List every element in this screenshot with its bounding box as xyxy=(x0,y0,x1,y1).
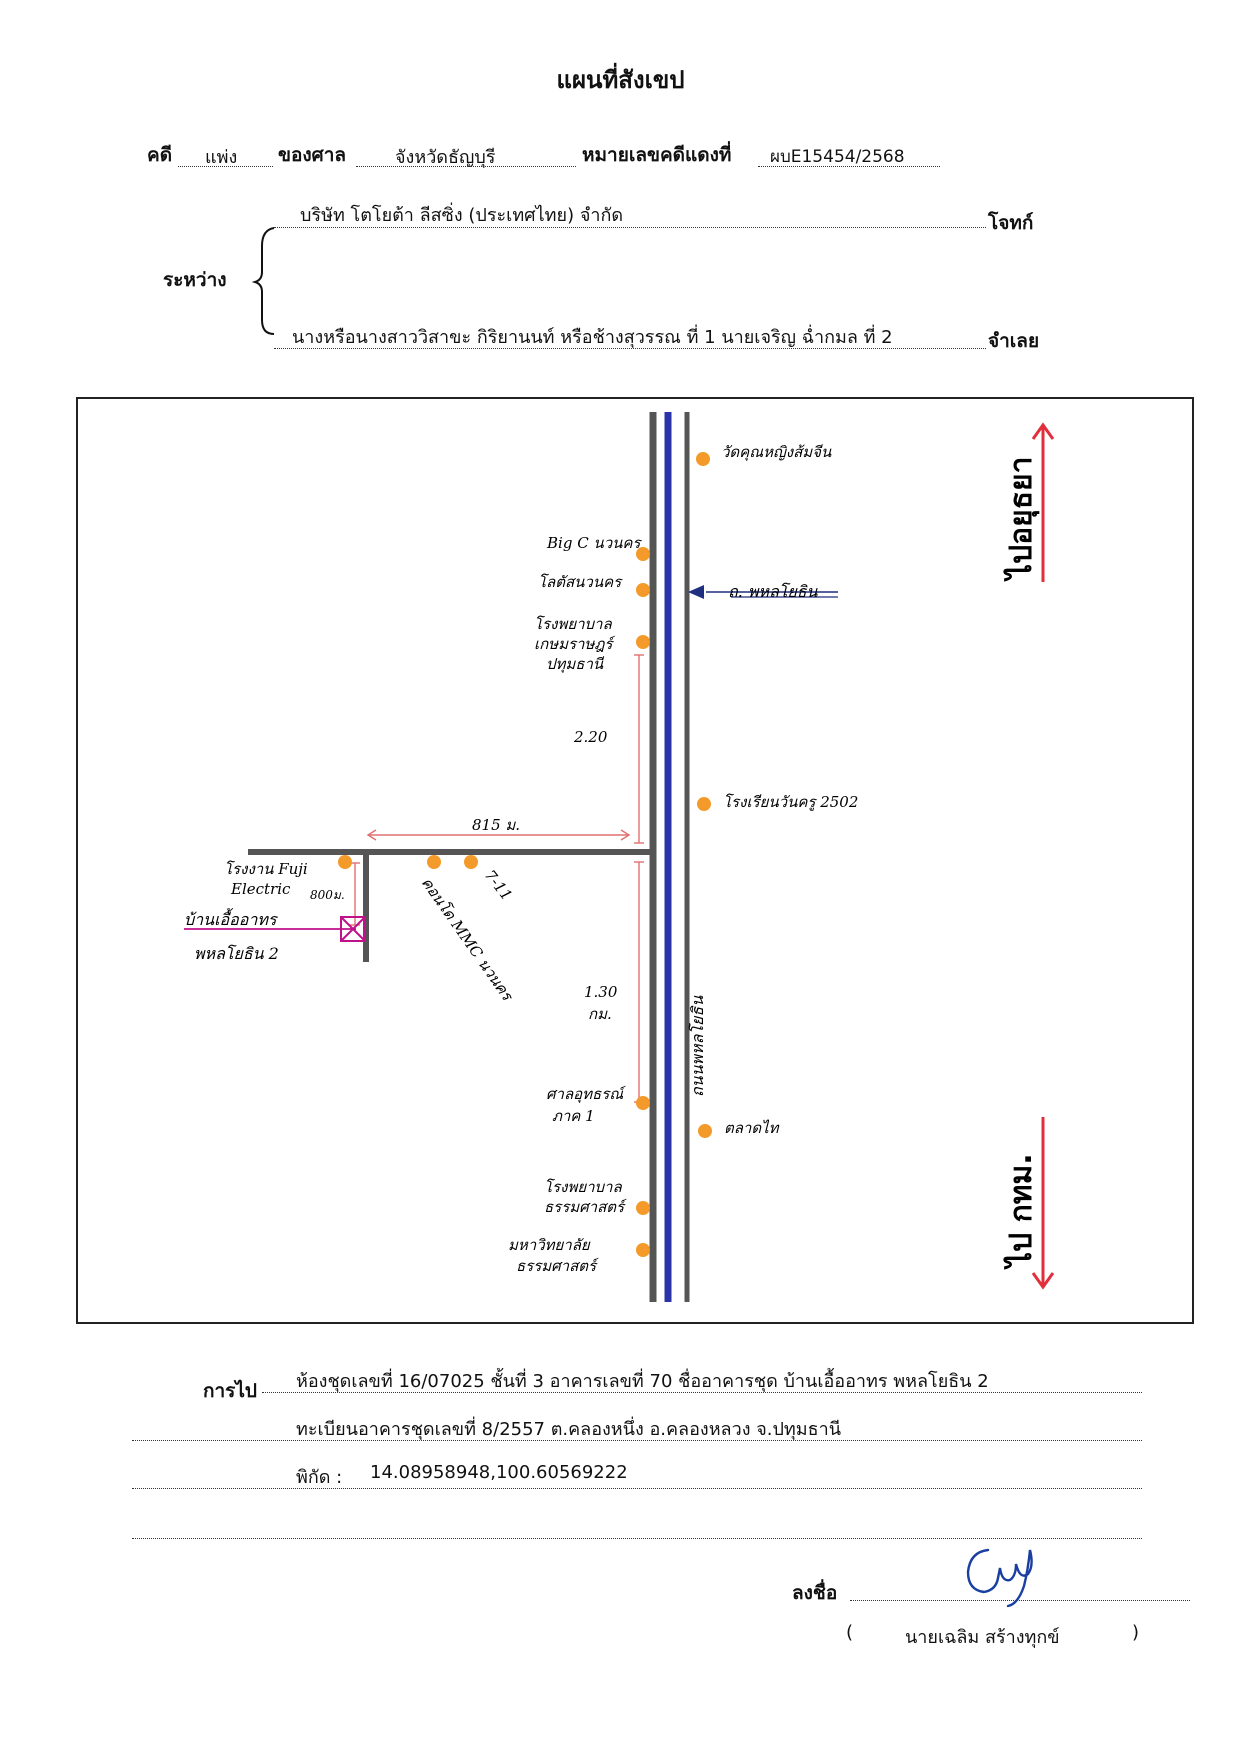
label-target-2: พหลโยธิน 2 xyxy=(194,944,279,963)
label-highway: ถนนพหลโยธิน xyxy=(688,995,707,1097)
label-to-ayutthaya: ไปอยุธยา xyxy=(1003,457,1040,582)
distance-lower: 1.30 xyxy=(584,983,618,1001)
between-label: ระหว่าง xyxy=(163,269,227,291)
marker-tu xyxy=(636,1243,650,1257)
label-appeal-court-2: ภาค 1 xyxy=(552,1107,595,1125)
directions-dotline-4 xyxy=(132,1538,1142,1539)
marker-seven-eleven xyxy=(464,855,478,869)
case-label: คดี xyxy=(147,144,173,166)
label-tu-hospital-1: โรงพยาบาล xyxy=(544,1178,622,1196)
marker-fuji xyxy=(338,855,352,869)
directions-line-2: ทะเบียนอาคารชุดเลขที่ 8/2557 ต.คลองหนึ่ง… xyxy=(296,1419,842,1440)
marker-school xyxy=(697,797,711,811)
marker-market xyxy=(698,1124,712,1138)
directions-line-1: ห้องชุดเลขที่ 16/07025 ชั้นที่ 3 อาคารเล… xyxy=(296,1371,989,1392)
case-type: แพ่ง xyxy=(205,147,238,168)
sketch-map: วัดคุณหญิงส้มจีน Big C นวนคร โลตัสนวนคร … xyxy=(76,397,1194,1324)
label-fuji-1: โรงงาน Fuji xyxy=(224,860,308,878)
label-hospital-2: เกษมราษฎร์ xyxy=(534,635,615,653)
label-hospital-3: ปทุมธานี xyxy=(546,655,604,673)
distance-upper: 2.20 xyxy=(573,728,608,746)
court-dotline xyxy=(356,166,576,167)
label-road-pointer: ถ. พหลโยธิน xyxy=(728,582,818,601)
case-no: ผบE15454/2568 xyxy=(770,147,905,167)
signature-close-paren: ) xyxy=(1132,1622,1140,1643)
label-tu-2: ธรรมศาสตร์ xyxy=(516,1257,599,1275)
marker-tu-hospital xyxy=(636,1201,650,1215)
coords-label: พิกัด : xyxy=(296,1467,343,1488)
coords-value: 14.08958948,100.60569222 xyxy=(370,1462,628,1483)
label-wat: วัดคุณหญิงส้มจีน xyxy=(721,443,832,461)
signature-dotline xyxy=(850,1600,1190,1601)
court-name: จังหวัดธัญบุรี xyxy=(395,147,496,168)
distance-lane: 815 ม. xyxy=(472,816,520,834)
signature-label: ลงชื่อ xyxy=(792,1582,838,1604)
defendant-name: นางหรือนางสาววิสาขะ กิริยานนท์ หรือช้างส… xyxy=(292,327,893,348)
court-label: ของศาล xyxy=(278,144,347,166)
marker-lotus xyxy=(636,583,650,597)
plaintiff-label: โจทก์ xyxy=(988,212,1034,234)
brace-icon xyxy=(252,227,275,335)
label-target-1: บ้านเอื้ออาทร xyxy=(184,908,279,929)
signature-icon xyxy=(966,1548,1033,1608)
landmark-markers xyxy=(338,452,712,1257)
marker-appeal-court xyxy=(636,1096,650,1110)
signature-open-paren: ( xyxy=(846,1622,854,1643)
case-no-label: หมายเลขคดีแดงที่ xyxy=(582,144,732,166)
label-appeal-court-1: ศาลอุทธรณ์ xyxy=(546,1085,626,1103)
marker-wat xyxy=(696,452,710,466)
marker-hospital xyxy=(636,635,650,649)
case-type-dotline xyxy=(178,166,273,167)
label-tu-1: มหาวิทยาลัย xyxy=(508,1236,591,1254)
distance-lower-unit: กม. xyxy=(588,1005,612,1023)
south-arrowhead-icon xyxy=(1031,1272,1055,1290)
label-fuji-2: Electric xyxy=(230,880,291,898)
signature-name: นายเฉลิม สร้างทุกข์ xyxy=(905,1627,1060,1648)
label-market: ตลาดไท xyxy=(724,1119,780,1137)
label-school: โรงเรียนวันครู 2502 xyxy=(723,793,858,811)
plaintiff-dotline xyxy=(274,227,986,228)
directions-dotline-3 xyxy=(132,1488,1142,1489)
plaintiff-name: บริษัท โตโยต้า ลีสซิ่ง (ประเทศไทย) จำกัด xyxy=(300,205,624,226)
label-hospital-1: โรงพยาบาล xyxy=(534,615,612,633)
marker-bigc xyxy=(636,547,650,561)
distance-side: 800ม. xyxy=(310,888,345,902)
directions-label: การไป xyxy=(203,1380,257,1402)
road-pointer-arrowhead-icon xyxy=(688,585,704,599)
directions-dotline-1 xyxy=(262,1392,1142,1393)
target-lot-icon xyxy=(340,916,366,942)
page-title: แผนที่สังเขป xyxy=(556,66,685,94)
label-tu-hospital-2: ธรรมศาสตร์ xyxy=(544,1198,627,1216)
label-bigc: Big C นวนคร xyxy=(546,534,642,552)
marker-condo xyxy=(427,855,441,869)
north-arrowhead-icon xyxy=(1031,422,1055,440)
case-no-dotline xyxy=(758,166,940,167)
label-lotus: โลตัสนวนคร xyxy=(538,573,623,591)
label-to-bangkok: ไป กทม. xyxy=(1003,1153,1039,1270)
map-frame xyxy=(76,397,1194,1324)
directions-dotline-2 xyxy=(132,1440,1142,1441)
defendant-label: จำเลย xyxy=(988,330,1040,352)
defendant-dotline xyxy=(274,348,986,349)
